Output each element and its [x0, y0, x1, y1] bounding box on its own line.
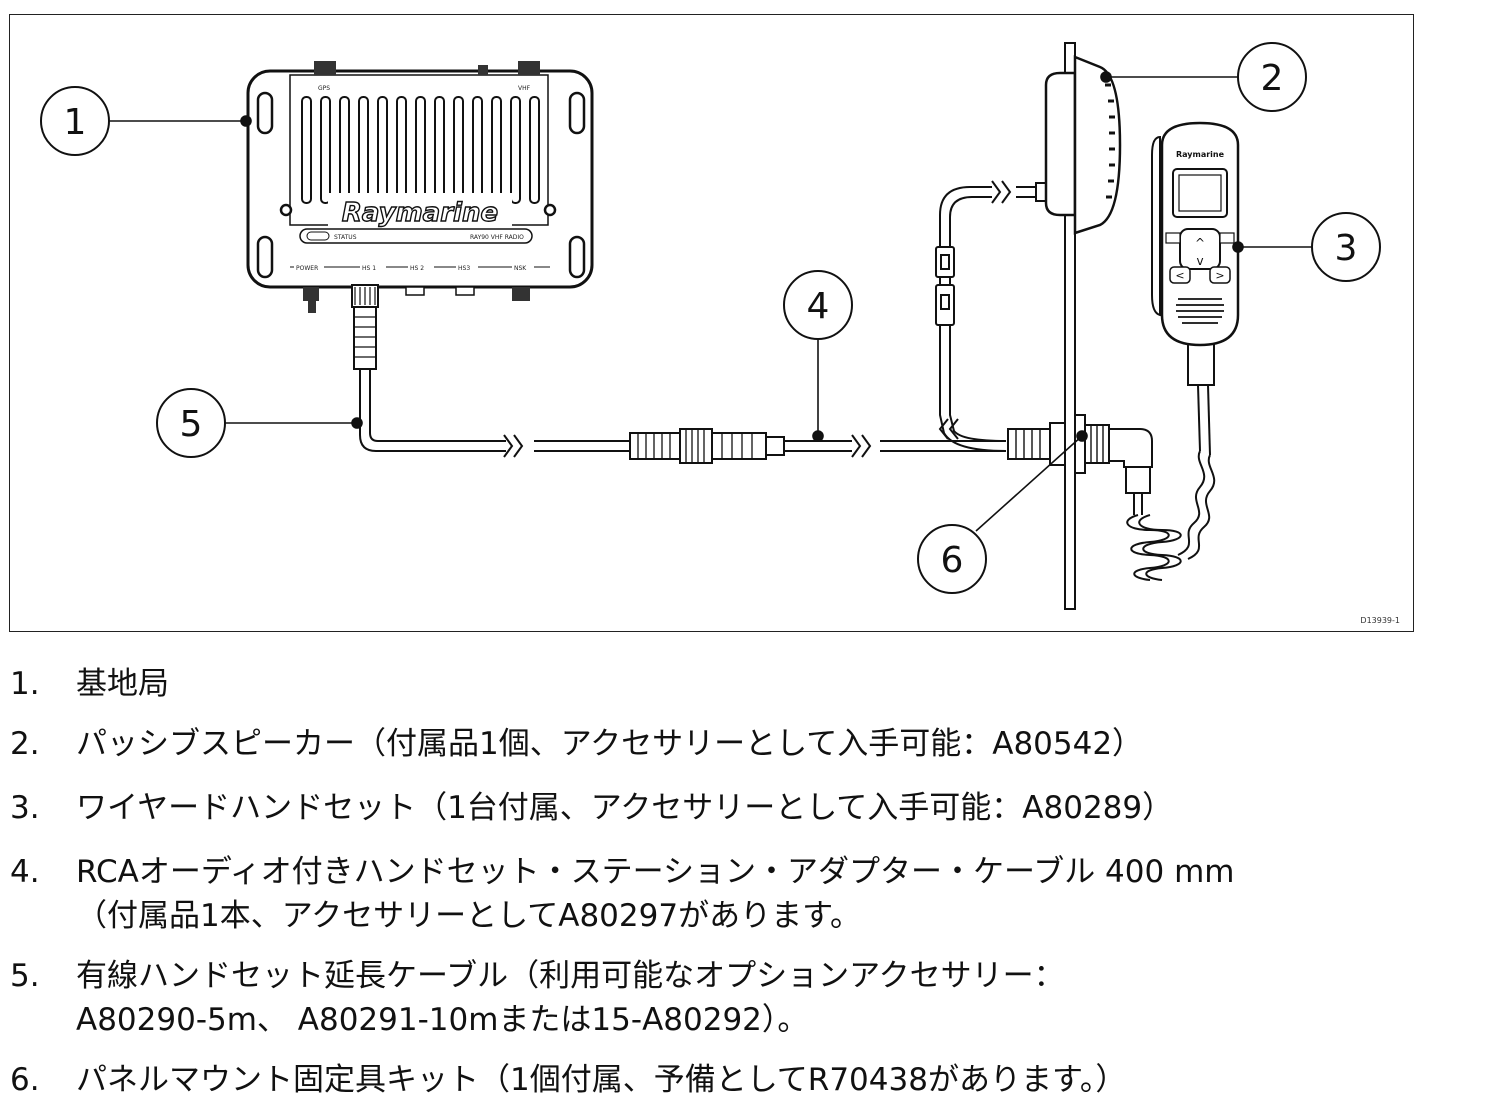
diagram-drawing: GPS VHF Raymarine STATUS RAY90 VHF RADIO… — [40, 42, 1400, 625]
legend-text: 有線ハンドセット延長ケーブル（利用可能なオプションアクセサリー： — [76, 958, 1065, 994]
panel-mount-connector — [1007, 414, 1153, 494]
wiring-diagram: GPS VHF Raymarine STATUS RAY90 VHF RADIO… — [9, 14, 1414, 632]
legend-text: 基地局 — [76, 666, 169, 702]
extension-cable — [359, 369, 630, 458]
legend-number: 5. — [10, 958, 40, 994]
gps-label: GPS — [318, 85, 330, 92]
legend-text: パネルマウント固定具キット（1個付属、予備としてR70438があります。） — [76, 1062, 1127, 1098]
svg-text:<: < — [1175, 269, 1184, 282]
document-id: D13939-1 — [1360, 616, 1400, 625]
base-station-brand: Raymarine — [342, 198, 498, 228]
mounting-panel — [1064, 42, 1076, 610]
legend-text: ワイヤードハンドセット（1台付属、アクセサリーとして入手可能：A80289） — [76, 790, 1174, 826]
callout-5: 5 — [180, 404, 203, 445]
base-station-hs1-connector — [351, 284, 379, 370]
legend-number: 1. — [10, 666, 40, 702]
callout-2-circle — [1237, 42, 1307, 112]
legend-number: 2. — [10, 726, 40, 762]
callout-2: 2 — [1261, 58, 1284, 99]
port-label-power: POWER — [296, 265, 318, 272]
callout-3-circle — [1311, 212, 1381, 282]
svg-text:>: > — [1215, 269, 1224, 282]
legend-continuation: （付属品1本、アクセサリーとしてA80297があります。 — [76, 898, 861, 934]
base-station: GPS VHF Raymarine STATUS RAY90 VHF RADIO… — [246, 61, 594, 313]
port-label-hs2: HS 2 — [410, 265, 424, 272]
callout-5-circle — [156, 388, 226, 458]
callout-1: 1 — [64, 102, 87, 143]
radio-label: RAY90 VHF RADIO — [470, 234, 524, 241]
wired-handset: Raymarine ^ v < > — [1151, 121, 1240, 386]
rca-connector — [935, 246, 955, 326]
leader-lines — [108, 71, 1312, 532]
port-label-hs1: HS 1 — [362, 265, 376, 272]
callout-6-circle — [917, 524, 987, 594]
handset-brand: Raymarine — [1176, 150, 1225, 159]
legend-number: 3. — [10, 790, 40, 826]
svg-text:v: v — [1196, 254, 1203, 268]
callout-3: 3 — [1335, 228, 1358, 269]
svg-text:^: ^ — [1195, 236, 1205, 250]
legend-text: パッシブスピーカー（付属品1個、アクセサリーとして入手可能：A80542） — [76, 726, 1144, 762]
legend-number: 4. — [10, 854, 40, 890]
coiled-cord — [1126, 384, 1216, 581]
legend-number: 6. — [10, 1062, 40, 1098]
inline-connector — [629, 428, 785, 464]
port-label-nsk: NSK — [514, 265, 527, 272]
callout-4: 4 — [807, 286, 830, 327]
callout-6: 6 — [941, 540, 964, 581]
port-label-hs3: HS3 — [458, 265, 470, 272]
callouts: 1 2 3 4 5 6 — [40, 42, 1381, 594]
adapter-cable — [784, 180, 1036, 458]
callout-4-circle — [783, 270, 853, 340]
vhf-label: VHF — [518, 85, 531, 92]
legend-text: RCAオーディオ付きハンドセット・ステーション・アダプター・ケーブル 400 m… — [76, 854, 1235, 890]
legend-continuation: A80290-5m、 A80291-10mまたは15-A80292）。 — [76, 1002, 809, 1038]
passive-speaker — [1044, 55, 1122, 235]
callout-1-circle — [40, 86, 110, 156]
status-label: STATUS — [334, 234, 357, 241]
